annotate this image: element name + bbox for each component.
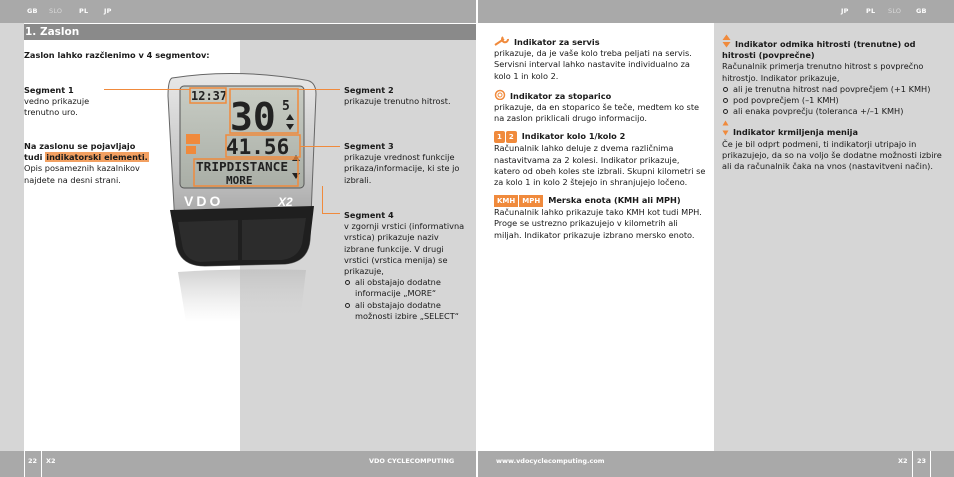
wheel-title: Indikator kolo 1/kolo 2 (521, 131, 626, 142)
segment4-leader-h (322, 213, 340, 214)
right-panel-bg (714, 23, 954, 451)
device-time: 12:37 (191, 89, 227, 103)
lang-pl-left[interactable]: PL (79, 7, 89, 15)
device-model-text: X2 (277, 195, 293, 209)
device-arrows (286, 114, 294, 130)
menu-text: Če je bil odprt podmeni, ti indikatorji … (722, 138, 942, 172)
stopwatch-icon (494, 89, 506, 100)
device-speed-small: 5 (282, 99, 290, 114)
lang-slo-left[interactable]: SLO (49, 7, 63, 15)
segment4-leader-v (322, 186, 323, 214)
info-bold-line1: Na zaslonu se pojavljajo (24, 141, 136, 151)
segment2-frame (229, 88, 299, 134)
segment3-block: Segment 3 prikazuje vrednost funkcije pr… (344, 141, 462, 186)
wheel1-icon: 1 (494, 131, 505, 144)
device-info-line: TRIPDISTANCE (196, 160, 288, 174)
segment4-title: Segment 4 (344, 210, 394, 220)
mph-icon: MPH (519, 195, 544, 208)
lang-gb-right[interactable]: GB (916, 7, 927, 15)
menu-down-arrow-icon (722, 130, 729, 136)
footer-divider-right (912, 451, 913, 477)
segment4-bullet: ali obstajajo dodatne informacije „MORE“ (344, 277, 470, 299)
device-speed: 30 (230, 95, 276, 139)
deviation-bullet: ali je trenutna hitrost nad povprečjem (… (722, 84, 944, 95)
service-text: prikazuje, da je vaše kolo treba peljati… (494, 48, 692, 81)
info-bold-line2: tudi (24, 152, 46, 163)
segment1-leader (104, 89, 190, 90)
lang-gb-left[interactable]: GB (27, 7, 38, 15)
lang-slo-right[interactable]: SLO (888, 7, 902, 15)
segment1-text: vedno prikazuje trenutno uro. (24, 96, 90, 118)
page-number-left: 22 (28, 457, 38, 465)
footer-bar-right (478, 451, 954, 477)
device-screen (179, 85, 305, 189)
info-text: Opis posameznih kazalnikov najdete na de… (24, 163, 140, 185)
page-number-right: 23 (917, 457, 927, 465)
footer-brand: VDO CYCLECOMPUTING (369, 457, 455, 465)
segment4-block: Segment 4 v zgornji vrstici (informativn… (344, 210, 470, 322)
footer-url[interactable]: www.vdocyclecomputing.com (496, 457, 605, 465)
service-title: Indikator za servis (514, 37, 600, 47)
deviation-bullet: pod povprečjem (–1 KMH) (722, 95, 944, 106)
page-divider (476, 0, 478, 477)
stopwatch-text: prikazuje, da en stoparico še teče, medt… (494, 102, 700, 124)
deviation-title: Indikator odmika hitrosti (trenutne) od … (722, 39, 916, 61)
kmh-icon: KMH (494, 195, 519, 208)
segment2-block: Segment 2 prikazuje trenutno hitrost. (344, 85, 454, 107)
footer-model-left: X2 (46, 457, 56, 465)
intro-text: Zaslon lahko razčlenimo v 4 segmentov: (24, 50, 210, 60)
segment3-title: Segment 3 (344, 141, 394, 151)
footer-divider-left (24, 451, 25, 477)
segment2-title: Segment 2 (344, 85, 394, 95)
deviation-bullet: ali enaka povprečju (toleranca +/–1 KMH) (722, 106, 944, 117)
segment2-text: prikazuje trenutno hitrost. (344, 96, 451, 107)
lang-jp-left[interactable]: JP (104, 7, 112, 15)
lang-pl-right[interactable]: PL (866, 7, 876, 15)
info-highlight: indikatorski elementi. (45, 152, 149, 163)
segment3-leader (300, 146, 340, 147)
footer-divider-right2 (930, 451, 931, 477)
indicator-info-block: Na zaslonu se pojavljajo tudi indikators… (24, 141, 154, 186)
section-title: 1. Zaslon (24, 24, 476, 40)
top-bar-right (478, 0, 954, 23)
top-bar-left (0, 0, 476, 23)
wrench-icon (494, 36, 509, 46)
device-menu-line: MORE (226, 174, 253, 187)
menu-up-arrow-icon (722, 120, 729, 126)
device-distance: 41.56 (226, 135, 289, 159)
unit-text: Računalnik lahko prikazuje tako KMH kot … (494, 207, 702, 240)
deviation-text: Računalnik primerja trenutno hitrost s p… (722, 61, 924, 83)
segment4-frame (193, 158, 299, 187)
wheel-text: Računalnik lahko deluje z dvema različni… (494, 143, 706, 188)
segment3-text: prikazuje vrednost funkcije prikaza/info… (344, 152, 460, 185)
segment2-leader (298, 89, 340, 90)
segment4-bullet: ali obstajajo dodatne možnosti izbire „S… (344, 300, 470, 322)
up-down-arrow-icon (722, 34, 731, 48)
segment1-title: Segment 1 (24, 85, 74, 95)
cycle-computer-illustration: VDO X2 12:37 30 5 41.56 TRIPDISTANCE MOR… (167, 72, 317, 322)
menu-title: Indikator krmiljenja menija (733, 127, 858, 138)
lang-jp-right[interactable]: JP (841, 7, 849, 15)
segment1-frame (189, 87, 227, 104)
left-panel-bg (0, 23, 24, 451)
stopwatch-title: Indikator za stoparico (510, 90, 612, 101)
indicators-column-3: Indikator odmika hitrosti (trenutne) od … (722, 34, 944, 172)
footer-model-right: X2 (898, 457, 908, 465)
unit-title: Merska enota (KMH ali MPH) (548, 195, 681, 206)
device-brand-text: VDO (184, 193, 223, 209)
wheel2-icon: 2 (505, 131, 517, 144)
segment4-text: v zgornji vrstici (informativna vrstica)… (344, 221, 465, 277)
indicators-column-2: Indikator za servis prikazuje, da je vaš… (494, 36, 706, 241)
footer-divider-left2 (41, 451, 42, 477)
footer-bar-left (0, 451, 476, 477)
segment1-block: Segment 1 vedno prikazuje trenutno uro. (24, 85, 104, 119)
